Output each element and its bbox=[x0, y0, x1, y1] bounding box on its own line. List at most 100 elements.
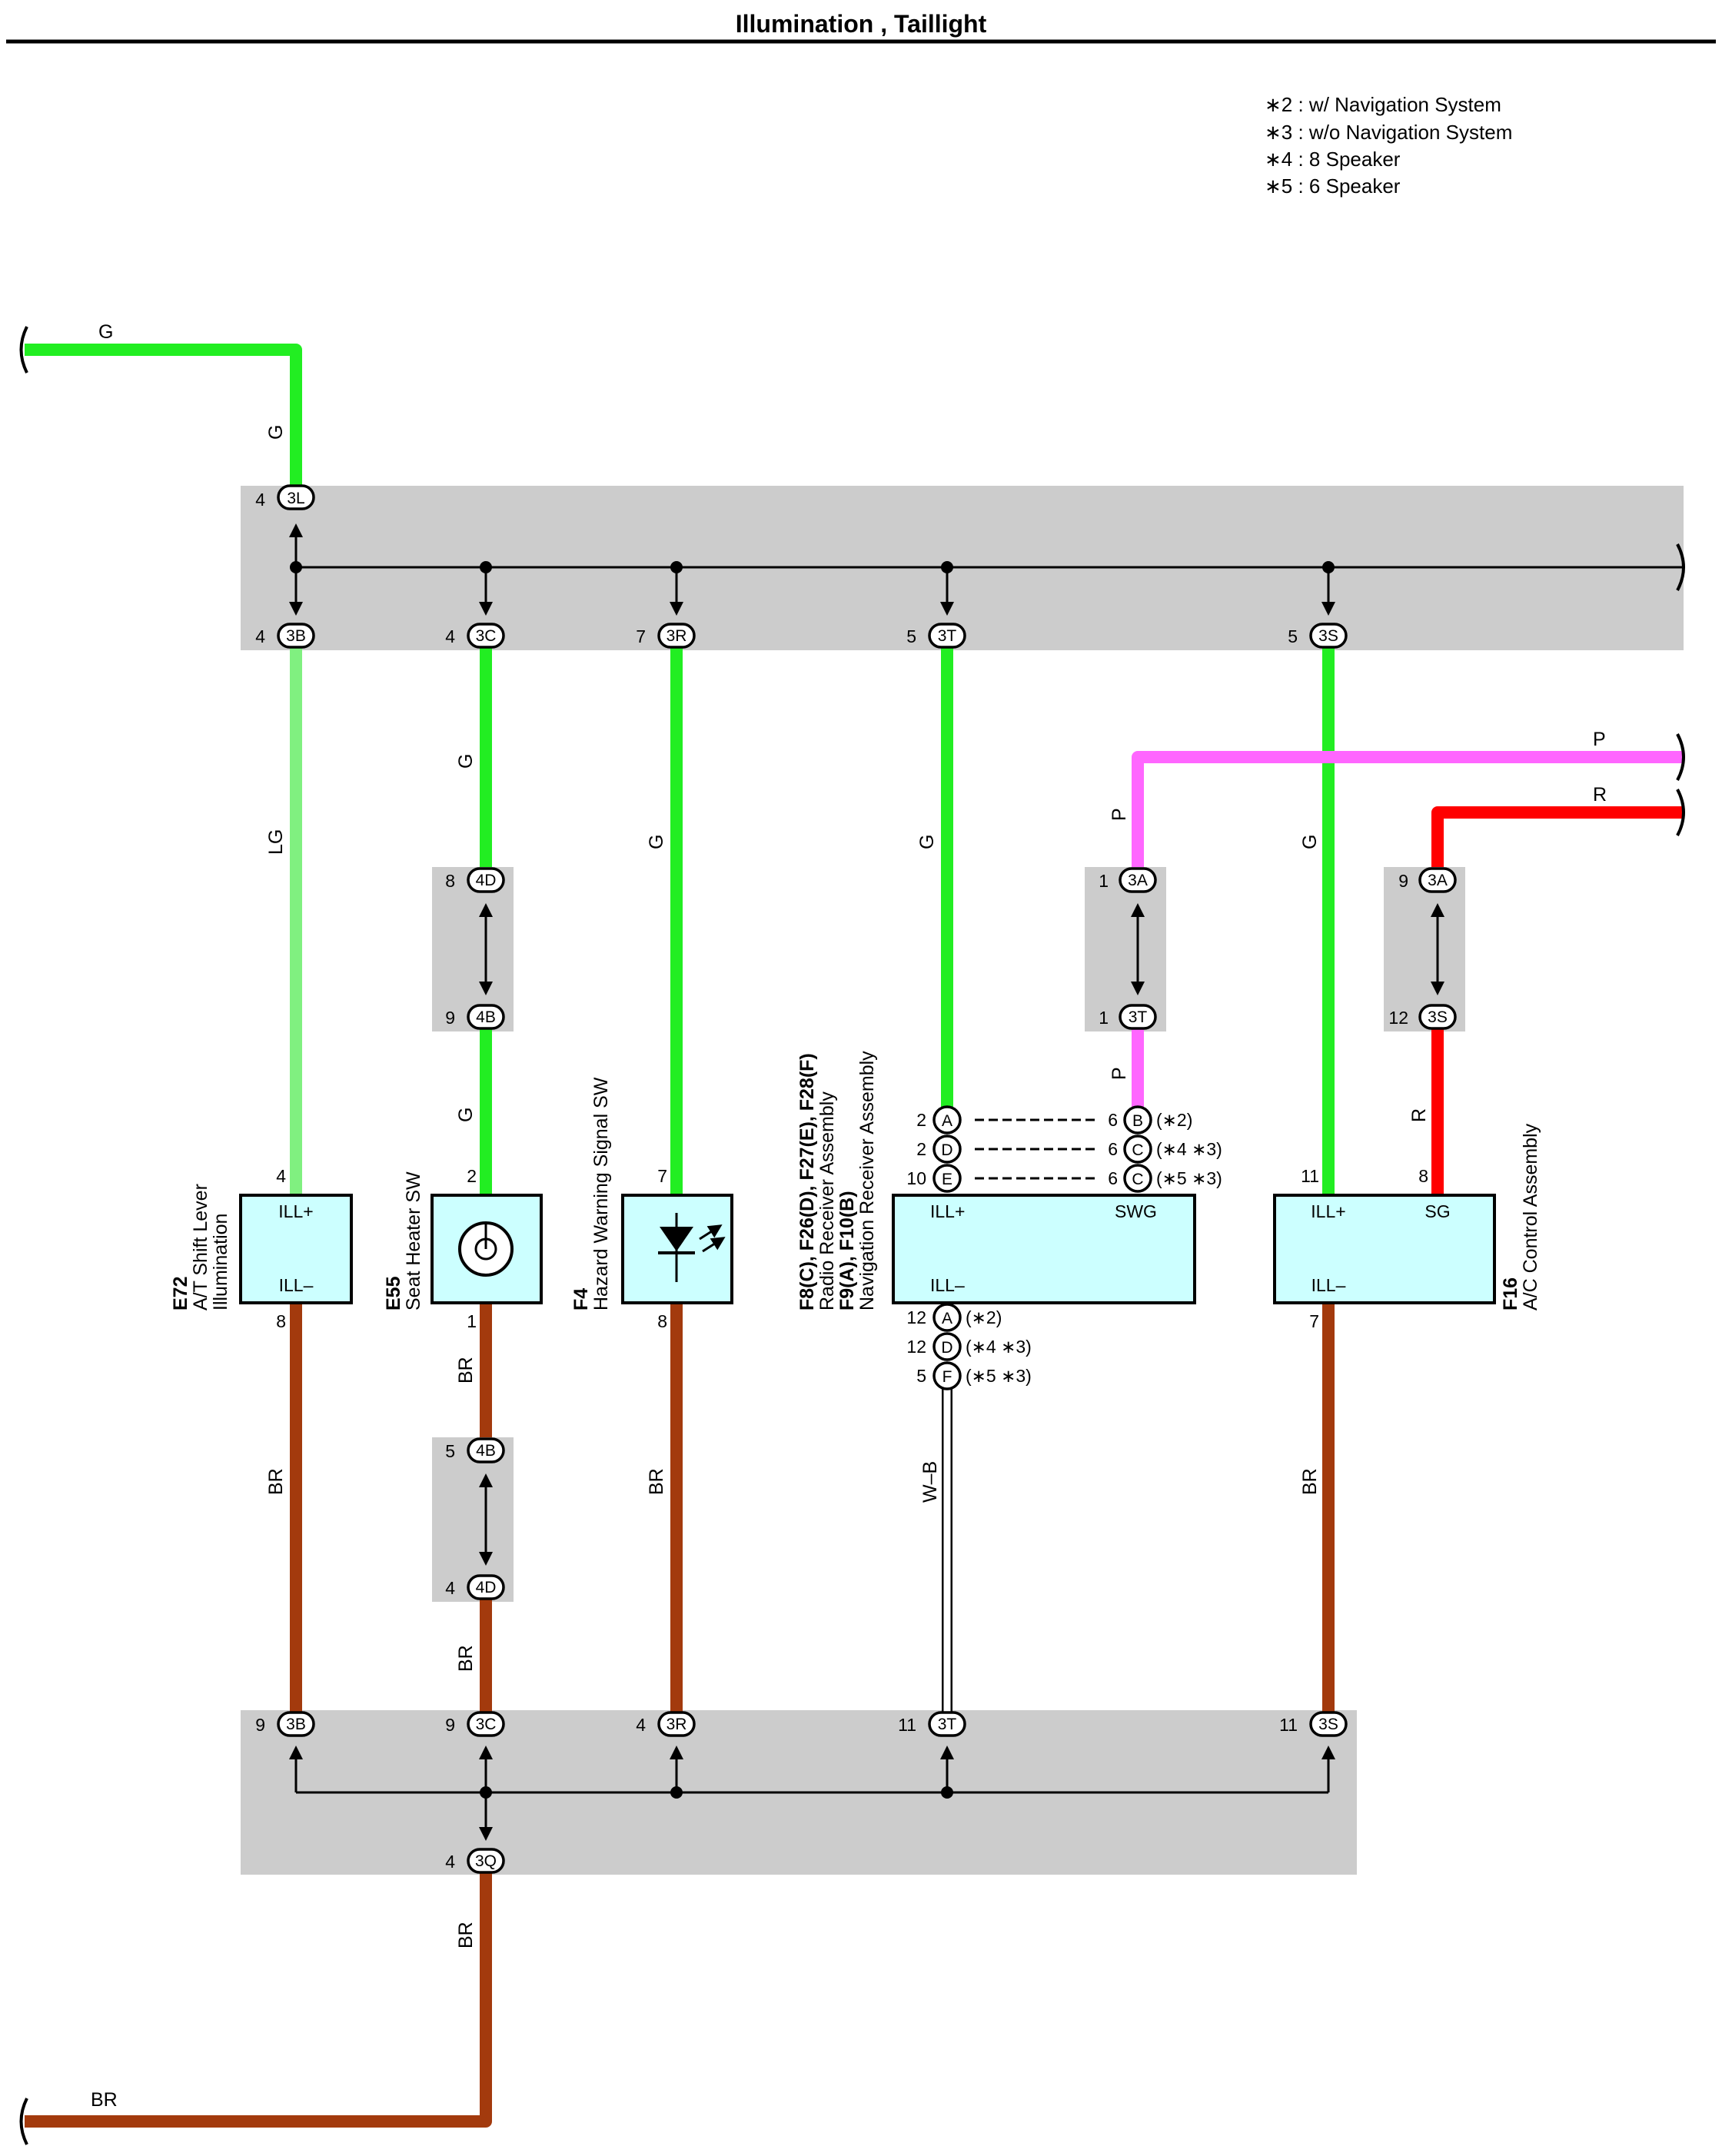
note-3: ∗3 : w/o Navigation System bbox=[1265, 121, 1512, 144]
svg-text:11: 11 bbox=[898, 1715, 916, 1735]
svg-text:4B: 4B bbox=[476, 1008, 496, 1026]
svg-text:(∗4 ∗3): (∗4 ∗3) bbox=[1156, 1139, 1222, 1159]
svg-text:E55: E55 bbox=[383, 1276, 404, 1311]
label-g-e55-2: G bbox=[455, 1108, 477, 1122]
svg-text:4: 4 bbox=[255, 490, 265, 510]
f8-top-pin-row-1: 2 A 6 B (∗2) bbox=[916, 1105, 1192, 1134]
label-g-f16: G bbox=[1299, 835, 1321, 849]
f8-top-pin-row-2: 2 D 6 C (∗4 ∗3) bbox=[916, 1134, 1222, 1164]
svg-text:2: 2 bbox=[916, 1110, 926, 1130]
connector-4b-upper: 9 4B bbox=[445, 1004, 505, 1030]
svg-text:3A: 3A bbox=[1428, 872, 1448, 889]
connector-4d-upper: 8 4D bbox=[445, 867, 505, 893]
svg-text:8: 8 bbox=[276, 1311, 286, 1331]
label-wb-f8: W–B bbox=[919, 1461, 941, 1503]
svg-text:8: 8 bbox=[445, 871, 455, 891]
svg-text:9: 9 bbox=[1398, 871, 1408, 891]
component-e72: 4 8 ILL+ ILL– E72 A/T Shift Lever Illumi… bbox=[170, 1166, 353, 1331]
svg-text:4D: 4D bbox=[476, 1579, 497, 1596]
wire-g-feed bbox=[25, 344, 302, 501]
svg-text:ILL+: ILL+ bbox=[1311, 1201, 1345, 1221]
svg-text:F16: F16 bbox=[1500, 1277, 1521, 1311]
svg-text:F4: F4 bbox=[570, 1288, 592, 1311]
label-r-right: R bbox=[1593, 784, 1607, 806]
label-p-vert: P bbox=[1109, 808, 1130, 821]
wires bbox=[25, 344, 1684, 2128]
svg-text:5: 5 bbox=[906, 626, 916, 646]
svg-text:(∗2): (∗2) bbox=[1156, 1110, 1192, 1130]
svg-text:F: F bbox=[942, 1368, 952, 1386]
f8-bottom-pin-row-1: 12 A (∗2) bbox=[906, 1303, 1002, 1332]
svg-text:3B: 3B bbox=[286, 627, 306, 645]
bus-bars bbox=[289, 523, 1684, 1841]
component-f16: 11 8 7 ILL+ SG ILL– F16 A/C Control Asse… bbox=[1273, 1123, 1541, 1331]
component-e55: 2 1 E55 Seat Heater SW bbox=[383, 1166, 543, 1331]
svg-text:5: 5 bbox=[916, 1366, 926, 1386]
f8-bottom-pin-row-2: 12 D (∗4 ∗3) bbox=[906, 1332, 1032, 1361]
svg-text:ILL+: ILL+ bbox=[930, 1201, 965, 1221]
label-br-e55-2: BR bbox=[455, 1645, 477, 1672]
svg-text:4: 4 bbox=[636, 1715, 646, 1735]
label-br-e72: BR bbox=[265, 1468, 287, 1495]
svg-text:12: 12 bbox=[906, 1337, 926, 1357]
svg-text:7: 7 bbox=[636, 626, 646, 646]
svg-text:11: 11 bbox=[1301, 1166, 1319, 1186]
svg-text:3S: 3S bbox=[1318, 627, 1338, 645]
wire-break-marks bbox=[19, 326, 1685, 2145]
label-p-vert-lower: P bbox=[1109, 1067, 1130, 1080]
svg-text:12: 12 bbox=[906, 1307, 926, 1327]
label-g-feed: G bbox=[265, 425, 287, 440]
label-p-right: P bbox=[1593, 729, 1606, 750]
svg-text:3S: 3S bbox=[1318, 1716, 1338, 1733]
svg-text:9: 9 bbox=[445, 1008, 455, 1028]
svg-text:9: 9 bbox=[255, 1715, 265, 1735]
label-br-f4: BR bbox=[646, 1468, 667, 1495]
note-4: ∗4 : 8 Speaker bbox=[1265, 148, 1401, 171]
f8-bottom-pin-row-3: 5 F (∗5 ∗3) bbox=[916, 1361, 1032, 1390]
wire-p bbox=[1132, 751, 1684, 867]
svg-text:6: 6 bbox=[1108, 1168, 1118, 1188]
svg-text:E72: E72 bbox=[170, 1277, 191, 1311]
connector-3a-red: 9 3A bbox=[1398, 867, 1457, 893]
svg-text:SWG: SWG bbox=[1115, 1201, 1157, 1221]
splice-3a-3s-red bbox=[1384, 867, 1465, 1031]
led-icon bbox=[658, 1213, 726, 1282]
svg-text:3S: 3S bbox=[1428, 1008, 1448, 1026]
svg-text:2: 2 bbox=[916, 1139, 926, 1159]
label-br-f16: BR bbox=[1299, 1468, 1321, 1495]
bus-dots bbox=[290, 561, 1335, 1799]
svg-text:3T: 3T bbox=[938, 627, 957, 645]
svg-text:A/C Control Assembly: A/C Control Assembly bbox=[1520, 1123, 1541, 1311]
label-lg-e72: LG bbox=[265, 829, 287, 855]
svg-text:10: 10 bbox=[906, 1168, 926, 1188]
svg-text:3L: 3L bbox=[287, 490, 304, 507]
svg-text:F9(A), F10(B): F9(A), F10(B) bbox=[836, 1191, 858, 1311]
svg-text:(∗5 ∗3): (∗5 ∗3) bbox=[966, 1366, 1032, 1386]
svg-text:(∗2): (∗2) bbox=[966, 1307, 1002, 1327]
svg-text:E: E bbox=[942, 1171, 952, 1188]
svg-text:A: A bbox=[942, 1112, 952, 1130]
svg-text:4B: 4B bbox=[476, 1442, 496, 1460]
note-5: ∗5 : 6 Speaker bbox=[1265, 174, 1401, 198]
svg-text:4D: 4D bbox=[476, 872, 497, 889]
component-f8-radio-receiver: ILL+ SWG ILL– F8(C), F26(D), F27(E), F28… bbox=[796, 1051, 1222, 1390]
label-g-f4: G bbox=[646, 835, 667, 849]
svg-text:(∗5 ∗3): (∗5 ∗3) bbox=[1156, 1168, 1222, 1188]
notes-legend: ∗2 : w/ Navigation System ∗3 : w/o Navig… bbox=[1265, 93, 1512, 198]
svg-text:SG: SG bbox=[1424, 1201, 1450, 1221]
svg-text:7: 7 bbox=[1309, 1311, 1319, 1331]
svg-text:8: 8 bbox=[1418, 1166, 1428, 1186]
